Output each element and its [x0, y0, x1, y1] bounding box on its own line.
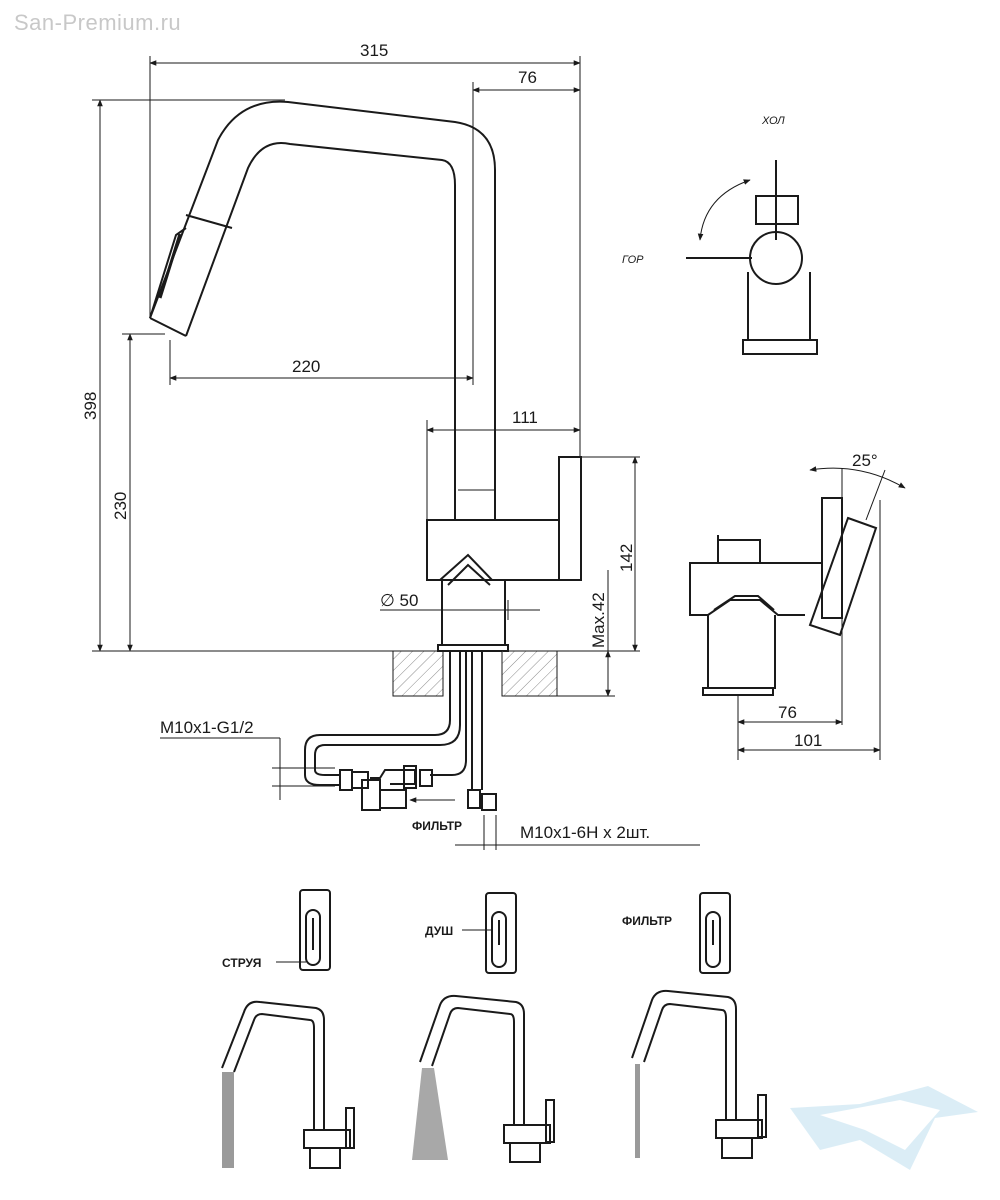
lever-side-view: ХОЛ ГОР — [622, 115, 818, 355]
cold-label: ХОЛ — [761, 115, 785, 127]
dim-230: 230 — [111, 492, 130, 520]
dim-76-side: 76 — [778, 703, 797, 722]
main-faucet-view — [149, 100, 582, 811]
spout-inner — [185, 142, 456, 520]
dim-max42: Max.42 — [589, 592, 608, 648]
countertop-left — [392, 650, 444, 697]
logo-watermark — [790, 1086, 978, 1170]
mode-stream-label: СТРУЯ — [222, 956, 261, 970]
mode-shower-label: ДУШ — [425, 924, 453, 938]
hose-filter — [430, 651, 467, 776]
side-profile-view: 25° 76 101 — [689, 451, 906, 760]
dim-diameter-50: ∅ 50 — [380, 591, 418, 610]
hot-label: ГОР — [622, 254, 644, 266]
dim-315: 315 — [360, 41, 388, 60]
spray-head — [149, 214, 233, 337]
faucet-base — [437, 644, 509, 652]
filter-label: ФИЛЬТР — [412, 819, 462, 833]
faucet-body — [426, 519, 560, 581]
dim-111: 111 — [512, 408, 538, 427]
dim-142: 142 — [617, 544, 636, 572]
dim-25-degrees: 25° — [852, 451, 878, 470]
watermark-text: San-Premium.ru — [14, 10, 182, 35]
mode-stream: СТРУЯ — [221, 889, 355, 1169]
dim-101-side: 101 — [794, 731, 822, 750]
dim-76-top: 76 — [518, 68, 537, 87]
spout-outline — [149, 100, 496, 520]
mode-shower: ДУШ — [412, 892, 555, 1163]
thread-m-label: M10x1-6H x 2шт. — [520, 823, 650, 842]
mode-filter-label: ФИЛЬТР — [622, 914, 672, 928]
main-dimensions: 315 76 398 230 220 111 142 Max.42 — [81, 41, 700, 850]
thread-g-label: M10x1-G1/2 — [160, 718, 254, 737]
hose-left — [304, 651, 451, 786]
filter-valve — [361, 779, 381, 811]
dim-220: 220 — [292, 357, 320, 376]
countertop-right — [501, 650, 558, 697]
dim-398: 398 — [81, 392, 100, 420]
mode-filter: ФИЛЬТР — [622, 892, 767, 1159]
faucet-lever — [558, 456, 582, 581]
